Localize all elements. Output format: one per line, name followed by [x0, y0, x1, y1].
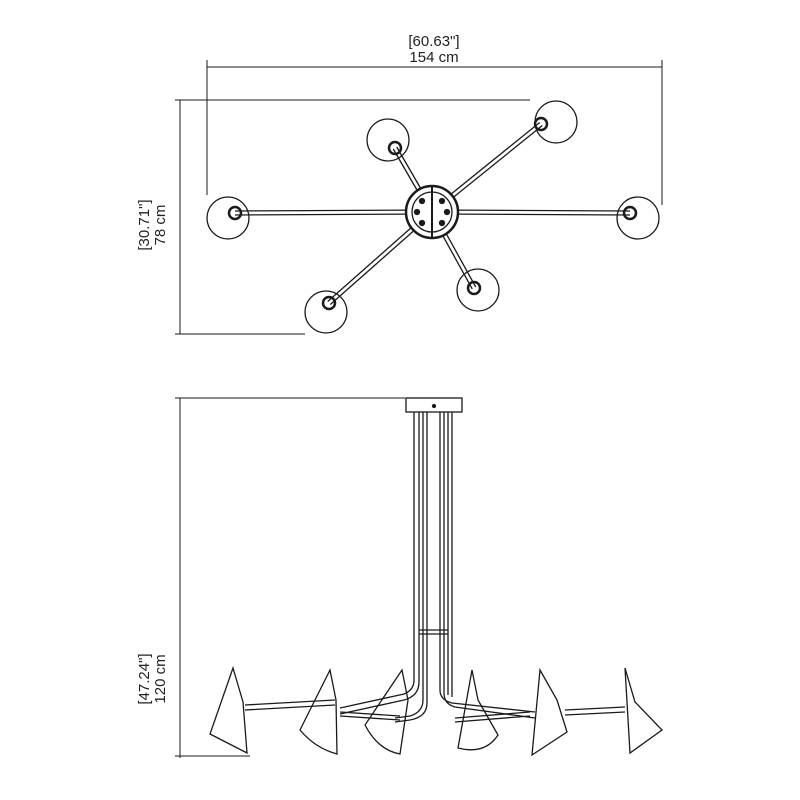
canopy-screw — [413, 208, 421, 216]
lamp-socket — [622, 205, 638, 221]
lamp-shade — [456, 268, 500, 312]
width-dimension-line — [206, 60, 663, 205]
stems — [339, 412, 536, 723]
lamp-shades — [209, 665, 663, 757]
canopy-screw — [438, 197, 446, 205]
height-dimension-line — [175, 397, 405, 758]
side-view — [209, 397, 663, 757]
lamp-socket — [387, 140, 403, 156]
depth-label: [30.71"] 78 cm — [136, 175, 169, 275]
height-label: [47.24"] 120 cm — [136, 629, 169, 729]
canopy-screw — [438, 219, 446, 227]
canopy-screw — [443, 208, 451, 216]
side-arms — [244, 699, 626, 723]
canopy-screw — [418, 197, 426, 205]
width-cm: 154 cm — [409, 49, 459, 66]
depth-inches: [30.71"] — [136, 199, 153, 251]
height-cm: 120 cm — [152, 654, 169, 704]
lamp-shade — [534, 100, 578, 144]
depth-dimension-line — [175, 99, 530, 335]
lamp-shade — [366, 118, 410, 162]
canopy — [405, 397, 463, 413]
width-inches: [60.63"] — [408, 33, 460, 50]
lamp-shade — [304, 290, 348, 334]
height-inches: [47.24"] — [136, 653, 153, 705]
lamp-shade — [206, 196, 250, 240]
width-label: [60.63"] 154 cm — [384, 34, 484, 66]
lamp-socket — [533, 116, 549, 132]
arm — [234, 209, 432, 212]
depth-cm: 78 cm — [152, 204, 169, 246]
arm — [432, 209, 631, 212]
lamp-shade — [616, 196, 660, 240]
lamp-socket — [321, 295, 337, 311]
arm — [431, 213, 630, 216]
arm — [235, 213, 433, 216]
top-view — [206, 100, 660, 334]
lamp-socket — [466, 280, 482, 296]
canopy-screw — [418, 219, 426, 227]
lamp-socket — [227, 205, 243, 221]
